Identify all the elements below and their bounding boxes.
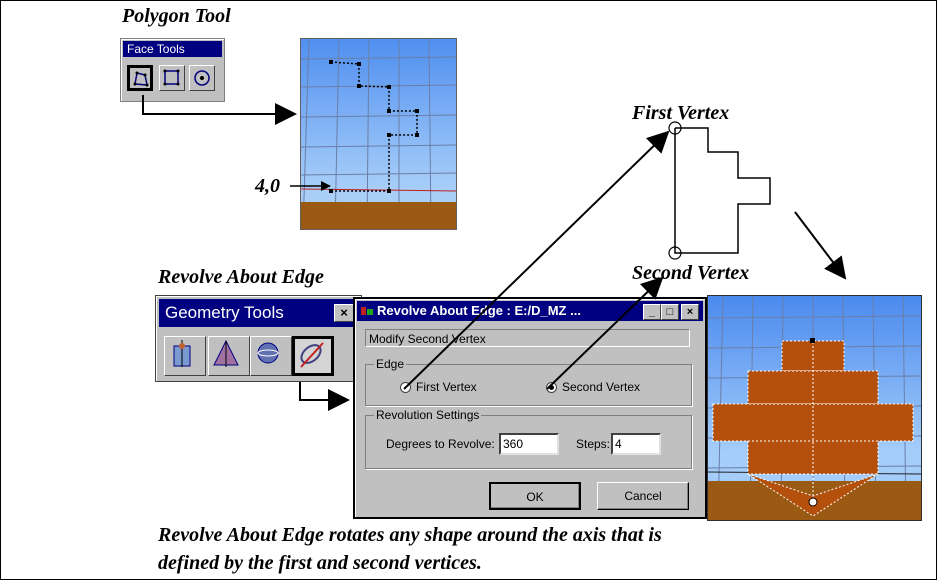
revolve-about-edge-label: Revolve About Edge (158, 266, 324, 288)
polygon-icon (133, 71, 149, 87)
dialog-titlebar[interactable]: Revolve About Edge : E:/D_MZ ... _ □ × (357, 301, 703, 321)
steps-input[interactable]: 4 (611, 433, 661, 455)
first-vertex-option-label: First Vertex (416, 380, 477, 394)
face-tools-title: Face Tools (123, 41, 222, 57)
revolve-dialog: Revolve About Edge : E:/D_MZ ... _ □ × M… (353, 297, 707, 519)
revolved-result-graphic (708, 296, 921, 520)
extrude-icon (173, 340, 191, 367)
revolve-tool-button[interactable] (292, 336, 334, 376)
cone-tool-button[interactable] (208, 336, 250, 376)
cone-icon (213, 339, 239, 367)
dialog-title: Revolve About Edge : E:/D_MZ ... (377, 303, 581, 318)
revolve-icon (300, 342, 324, 368)
rectangle-tool-button[interactable] (159, 65, 185, 91)
dialog-app-icon (361, 307, 373, 315)
degrees-label: Degrees to Revolve: (386, 437, 495, 451)
second-vertex-option-label: Second Vertex (562, 380, 641, 394)
revolution-settings-group: Revolution Settings Degrees to Revolve: … (365, 408, 692, 469)
sphere-icon (257, 342, 279, 364)
circle-icon (194, 70, 210, 86)
revolution-settings-label: Revolution Settings (374, 408, 482, 422)
geometry-tools-toolbar: Geometry Tools × (155, 295, 362, 382)
polygon-tool-label: Polygon Tool (122, 5, 231, 27)
extrude-tool-button[interactable] (164, 336, 206, 376)
degrees-input[interactable]: 360 (499, 433, 559, 455)
polygon-viewport-graphic (301, 39, 456, 229)
minimize-button[interactable]: _ (643, 304, 661, 320)
first-vertex-label: First Vertex (632, 102, 730, 124)
sphere-tool-button[interactable] (250, 336, 292, 376)
caption-line-2: defined by the first and second vertices… (158, 552, 482, 574)
edge-group: Edge First Vertex Second Vertex (365, 357, 692, 406)
geometry-tools-title: Geometry Tools (165, 303, 284, 322)
face-tools-toolbar: Face Tools (120, 38, 225, 102)
ok-button[interactable]: OK (489, 482, 581, 510)
maximize-button[interactable]: □ (661, 304, 679, 320)
second-vertex-radio[interactable] (546, 382, 557, 393)
edge-group-label: Edge (374, 357, 407, 371)
second-vertex-label: Second Vertex (632, 262, 750, 284)
geometry-tools-titlebar: Geometry Tools × (159, 299, 358, 327)
steps-label: Steps: (576, 437, 611, 451)
dialog-close-button[interactable]: × (681, 304, 699, 320)
dialog-status-text: Modify Second Vertex (365, 329, 690, 347)
first-vertex-radio[interactable] (400, 382, 411, 393)
revolved-result-viewport[interactable] (707, 295, 922, 521)
cancel-button[interactable]: Cancel (597, 482, 689, 510)
geometry-tools-close-button[interactable]: × (334, 304, 354, 322)
coordinate-label: 4,0 (255, 175, 280, 197)
rectangle-icon (163, 69, 180, 86)
circle-tool-button[interactable] (189, 65, 215, 91)
polygon-viewport[interactable] (300, 38, 457, 230)
caption-line-1: Revolve About Edge rotates any shape aro… (158, 524, 662, 546)
polygon-tool-button[interactable] (127, 65, 153, 91)
